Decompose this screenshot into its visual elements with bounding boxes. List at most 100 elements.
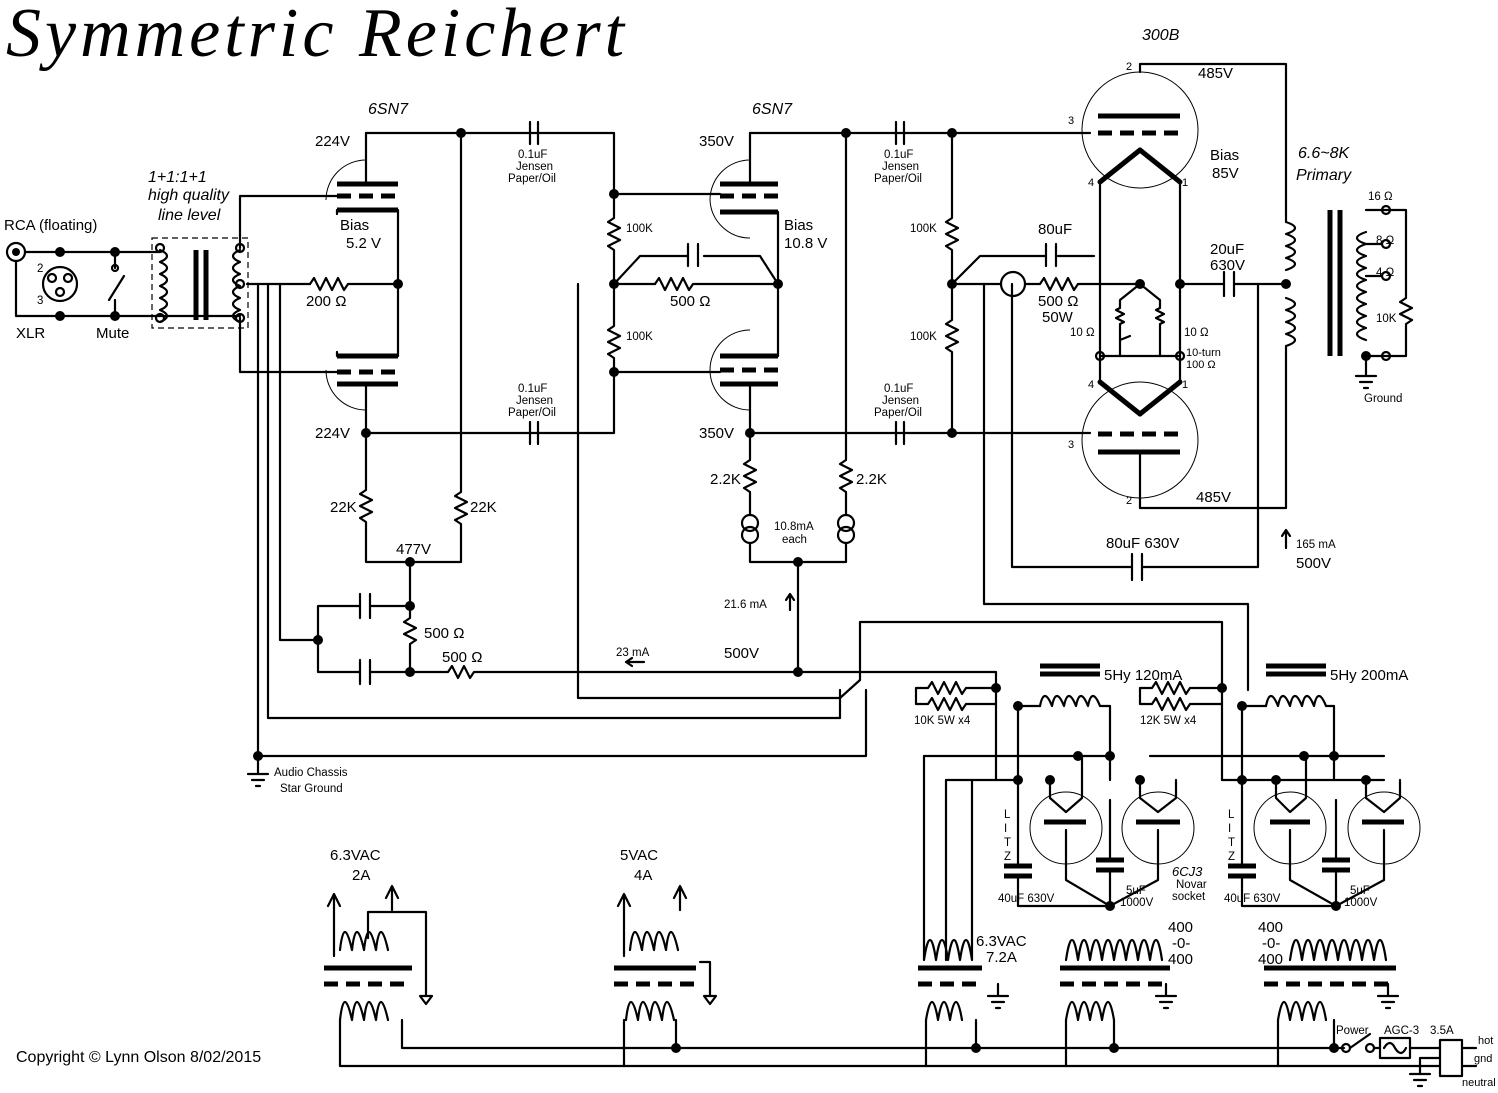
svg-text:10 Ω: 10 Ω bbox=[1184, 327, 1209, 339]
svg-text:2: 2 bbox=[1126, 61, 1132, 73]
svg-text:40uF 630V: 40uF 630V bbox=[998, 893, 1055, 905]
output-transformer: 6.6~8K Primary 16 Ω 8 Ω 4 Ω 10K Ground bbox=[1284, 145, 1414, 405]
svg-text:6.6~8K: 6.6~8K bbox=[1298, 145, 1350, 162]
svg-text:Jensen: Jensen bbox=[882, 161, 919, 173]
bias-label-2a: Bias bbox=[784, 217, 813, 234]
input-transformer-level: line level bbox=[158, 207, 221, 224]
svg-text:0.1uF: 0.1uF bbox=[884, 383, 913, 395]
svg-text:12K 5W x4: 12K 5W x4 bbox=[1140, 715, 1197, 727]
svg-text:Ground: Ground bbox=[1364, 393, 1402, 405]
svg-text:5Hy 200mA: 5Hy 200mA bbox=[1330, 667, 1408, 684]
svg-text:400: 400 bbox=[1258, 919, 1283, 936]
svg-text:1: 1 bbox=[1182, 379, 1188, 391]
svg-text:50W: 50W bbox=[1042, 309, 1074, 326]
stage1-6sn7: 6SN7 Bias 5.2 V 200 Ω 224V 224V 22K 22K … bbox=[238, 101, 616, 567]
svg-text:500 Ω: 500 Ω bbox=[442, 649, 482, 666]
svg-text:0.1uF: 0.1uF bbox=[518, 149, 547, 161]
svg-text:3.5A: 3.5A bbox=[1430, 1025, 1454, 1037]
svg-text:Jensen: Jensen bbox=[882, 395, 919, 407]
svg-text:10K: 10K bbox=[1376, 313, 1397, 325]
svg-text:T: T bbox=[1228, 837, 1235, 849]
svg-text:165 mA: 165 mA bbox=[1296, 539, 1336, 551]
diagram-title: Symmetric Reichert bbox=[6, 0, 628, 72]
svg-text:100K: 100K bbox=[910, 223, 937, 235]
input-transformer-primary bbox=[158, 248, 169, 324]
svg-text:5Hy 120mA: 5Hy 120mA bbox=[1104, 667, 1182, 684]
svg-text:3: 3 bbox=[1068, 439, 1074, 451]
svg-text:Z: Z bbox=[1004, 851, 1011, 863]
svg-text:Bias: Bias bbox=[1210, 147, 1239, 164]
voltage-224-top: 224V bbox=[315, 133, 350, 150]
svg-text:Novar: Novar bbox=[1176, 879, 1207, 891]
voltage-350-bottom: 350V bbox=[699, 425, 734, 442]
svg-text:485V: 485V bbox=[1196, 489, 1231, 506]
stage2-6sn7: 6SN7 Bias 10.8 V 350V 350V 2.2K 2.2K 10.… bbox=[699, 101, 1092, 677]
tube-label-300b: 300B bbox=[1142, 27, 1180, 44]
svg-text:neutral: neutral bbox=[1462, 1077, 1496, 1089]
xlr-label: XLR bbox=[16, 325, 45, 342]
svg-text:L: L bbox=[1004, 809, 1011, 821]
resistor-200-label: 200 Ω bbox=[306, 293, 346, 310]
voltage-224-bottom: 224V bbox=[315, 425, 350, 442]
resistor-22k-b: 22K bbox=[470, 499, 497, 516]
bias-label-1a: Bias bbox=[340, 217, 369, 234]
bias-value-1: 5.2 V bbox=[346, 235, 381, 252]
svg-text:10-turn: 10-turn bbox=[1186, 347, 1221, 359]
power-supply-a: 5Hy 120mA 10K 5W x4 L I T Z 40uF 630V 5u… bbox=[914, 663, 1207, 1022]
tube-label-6sn7-2: 6SN7 bbox=[752, 101, 793, 118]
svg-text:Paper/Oil: Paper/Oil bbox=[508, 173, 556, 185]
svg-text:T: T bbox=[1004, 837, 1011, 849]
voltage-477: 477V bbox=[396, 541, 431, 558]
svg-text:2.2K: 2.2K bbox=[710, 471, 741, 488]
voltage-350-top: 350V bbox=[699, 133, 734, 150]
svg-text:Paper/Oil: Paper/Oil bbox=[874, 407, 922, 419]
svg-text:-0-: -0- bbox=[1262, 935, 1280, 952]
bias-value-2: 10.8 V bbox=[784, 235, 827, 252]
svg-text:1000V: 1000V bbox=[1120, 897, 1154, 909]
svg-text:6CJ3: 6CJ3 bbox=[1172, 864, 1203, 879]
svg-text:630V: 630V bbox=[1210, 257, 1245, 274]
svg-text:500 Ω: 500 Ω bbox=[1038, 293, 1078, 310]
mute-label: Mute bbox=[96, 325, 129, 342]
copyright-note: Copyright © Lynn Olson 8/02/2015 bbox=[16, 1049, 261, 1066]
svg-text:Power: Power bbox=[1336, 1025, 1369, 1037]
svg-text:85V: 85V bbox=[1212, 165, 1239, 182]
stage2-grid-resistors: 100K 100K 500 Ω bbox=[606, 131, 780, 435]
svg-text:400: 400 bbox=[1168, 951, 1193, 968]
svg-text:10.8mA: 10.8mA bbox=[774, 521, 814, 533]
svg-text:20uF: 20uF bbox=[1210, 241, 1244, 258]
svg-text:-0-: -0- bbox=[1172, 935, 1190, 952]
pin-2-label: 2 bbox=[37, 263, 43, 275]
svg-text:4A: 4A bbox=[634, 867, 652, 884]
svg-text:I: I bbox=[1228, 823, 1231, 835]
svg-text:Star Ground: Star Ground bbox=[280, 783, 343, 795]
coupling-caps-1: 0.1uF Jensen Paper/Oil 0.1uF Jensen Pape… bbox=[508, 120, 556, 446]
tube-label-6sn7-1: 6SN7 bbox=[368, 101, 409, 118]
svg-text:100K: 100K bbox=[626, 223, 653, 235]
coupling-caps-2: 0.1uF Jensen Paper/Oil 0.1uF Jensen Pape… bbox=[874, 120, 960, 446]
svg-text:8 Ω: 8 Ω bbox=[1376, 235, 1395, 247]
svg-text:10 Ω: 10 Ω bbox=[1070, 327, 1095, 339]
svg-text:Primary: Primary bbox=[1296, 167, 1352, 184]
svg-text:16 Ω: 16 Ω bbox=[1368, 191, 1393, 203]
svg-text:485V: 485V bbox=[1198, 65, 1233, 82]
svg-text:500V: 500V bbox=[1296, 555, 1331, 572]
svg-text:400: 400 bbox=[1258, 951, 1283, 968]
power-supply-b: 5Hy 200mA 12K 5W x4 L I T Z 40uF 630V 5u… bbox=[1138, 663, 1421, 1022]
svg-text:Paper/Oil: Paper/Oil bbox=[874, 173, 922, 185]
svg-text:1: 1 bbox=[1182, 177, 1188, 189]
svg-text:2: 2 bbox=[1126, 495, 1132, 507]
svg-text:Z: Z bbox=[1228, 851, 1235, 863]
resistor-200 bbox=[308, 276, 400, 292]
svg-text:4: 4 bbox=[1088, 379, 1094, 391]
power-switch bbox=[1348, 1032, 1372, 1050]
svg-text:hot: hot bbox=[1478, 1035, 1493, 1047]
input-section: 2 3 RCA (floating) XLR Mute 1+1:1+1 high… bbox=[4, 169, 249, 342]
svg-text:5VAC: 5VAC bbox=[620, 847, 658, 864]
b-plus-distribution: 500 Ω 500 Ω 23 mA 500V Audio Chassis Sta… bbox=[246, 282, 1250, 795]
svg-text:500V: 500V bbox=[724, 645, 759, 662]
svg-text:7.2A: 7.2A bbox=[986, 949, 1017, 966]
output-stage-300b: 300B 2 3 4 1 4 1 3 2 485V 485V Bias 85V … bbox=[950, 27, 1336, 582]
mute-switch bbox=[107, 250, 126, 318]
pin-3-label: 3 bbox=[37, 295, 43, 307]
